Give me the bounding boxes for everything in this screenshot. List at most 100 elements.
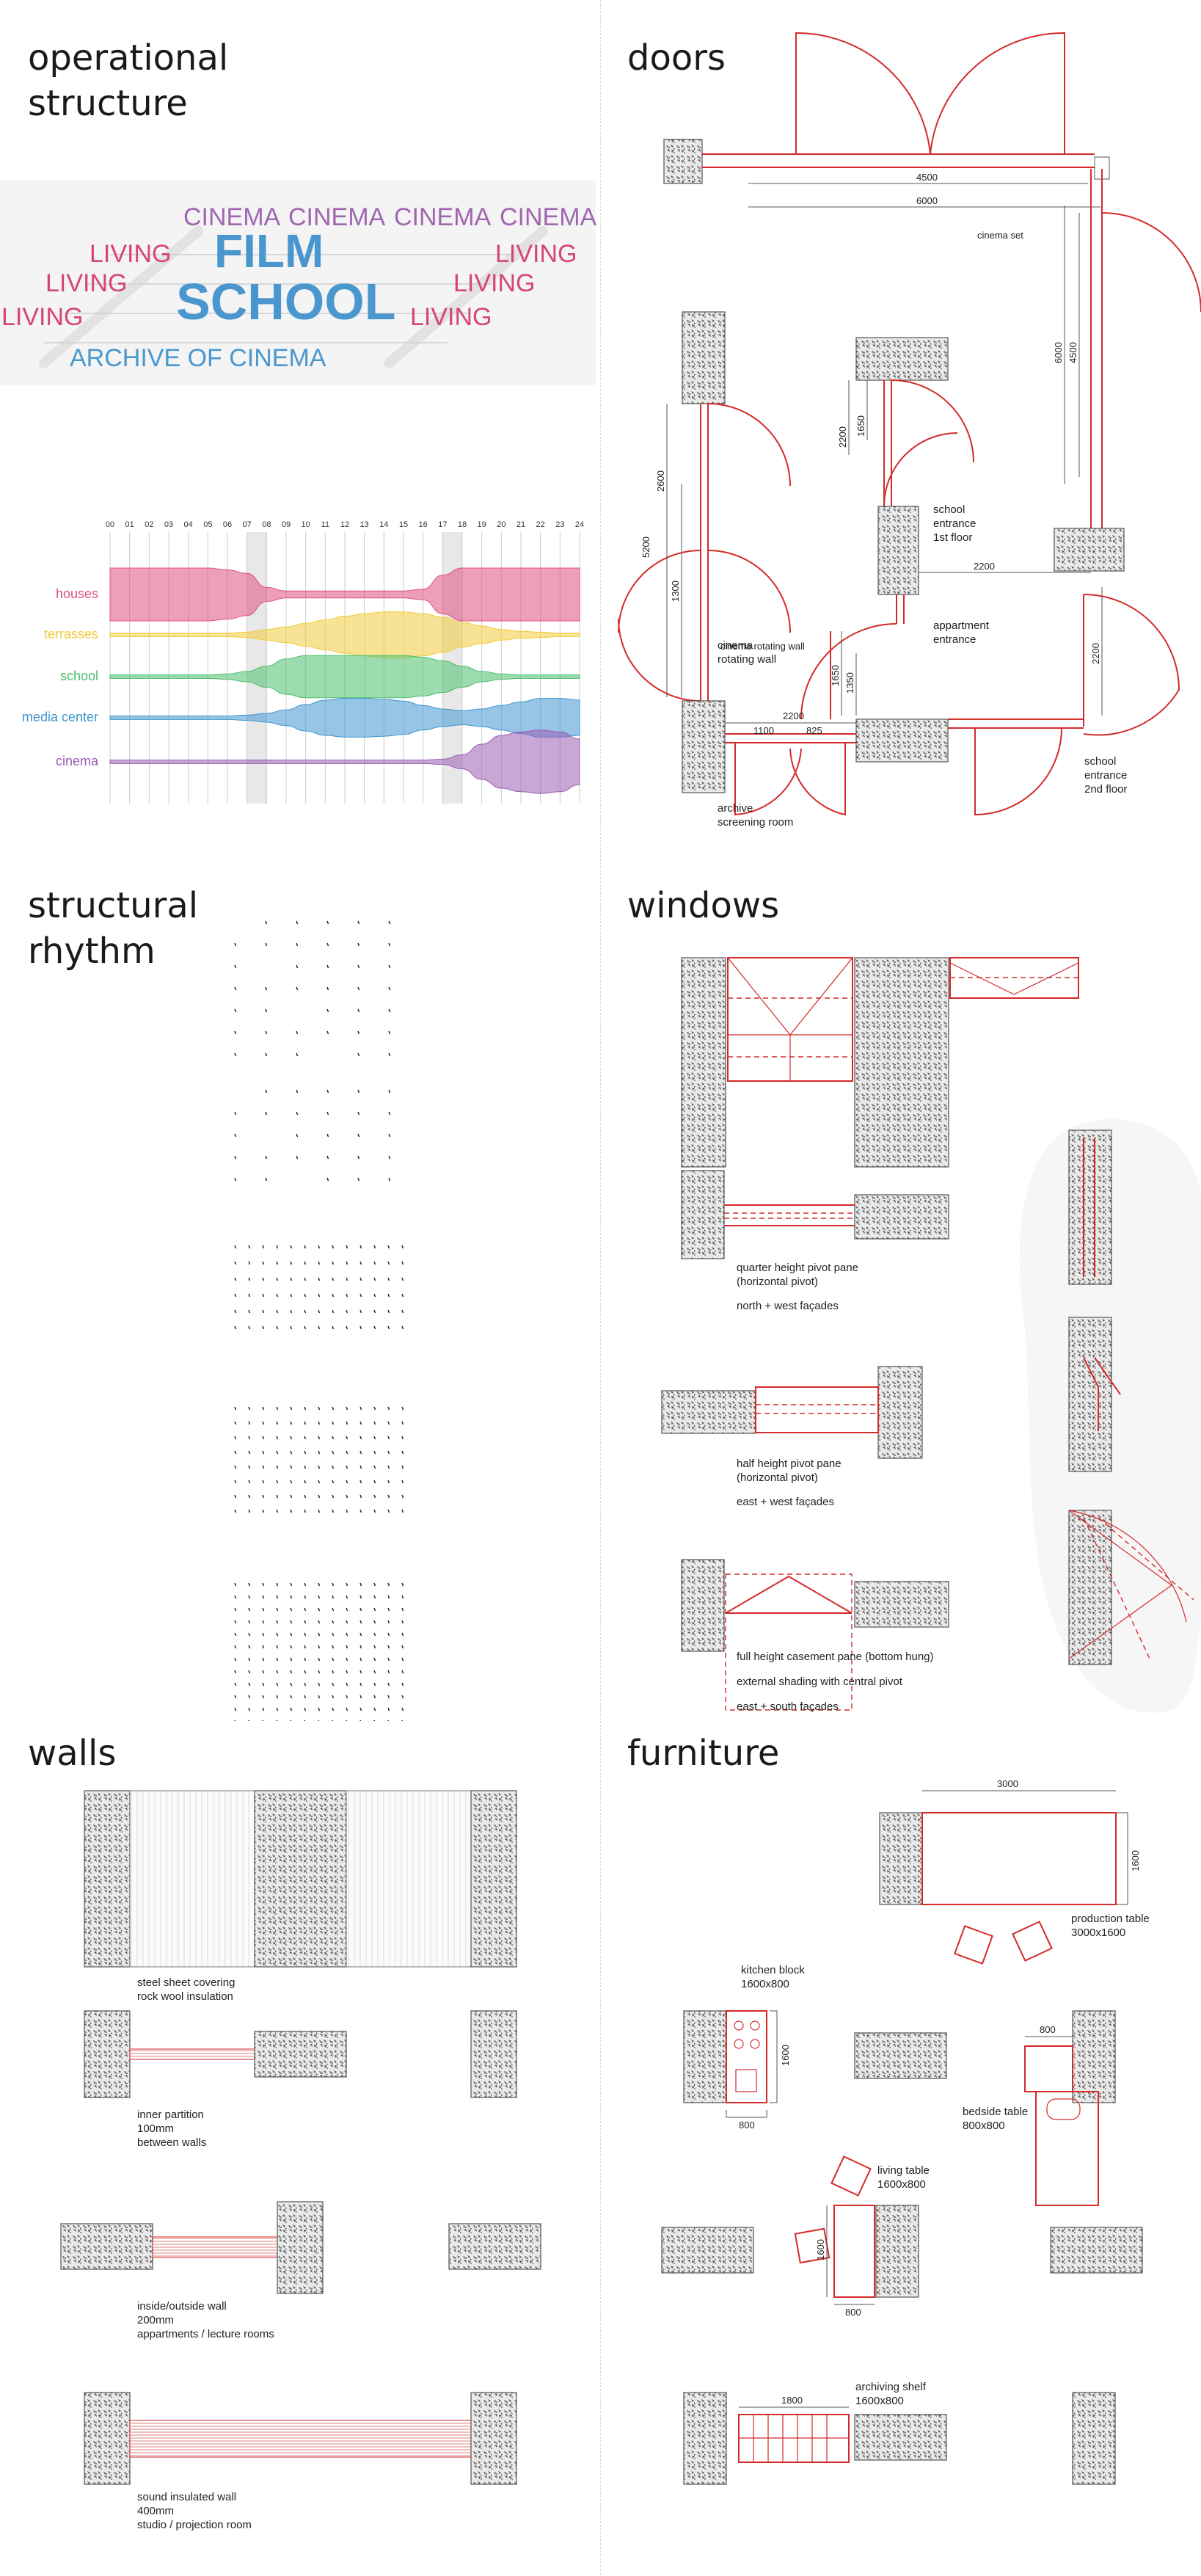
x-tick-label: 09 [282, 520, 291, 529]
column-mark [359, 1620, 362, 1624]
column-mark [304, 1657, 307, 1662]
column-mark [296, 1111, 299, 1116]
column-mark [357, 1155, 360, 1160]
rotating-wall-label-1: cinema rotating wall [720, 641, 805, 652]
cinema-word-3: CINEMA [394, 203, 492, 231]
column-mark [248, 1436, 251, 1440]
column-mark [346, 1657, 348, 1662]
column-mark [262, 1670, 265, 1674]
column-mark [248, 1465, 251, 1469]
column-mark [346, 1261, 348, 1265]
furniture-label-archiving: archiving shelf 1600x800 [855, 2381, 926, 2407]
column-mark [387, 1325, 390, 1330]
column-mark [359, 1632, 362, 1637]
column-mark [248, 1595, 251, 1599]
steel-panel-1 [129, 1790, 255, 1968]
window-top-lines [727, 957, 853, 1081]
school-2nd-swings [974, 594, 1180, 816]
column-mark [332, 1325, 335, 1330]
column-mark [401, 1632, 404, 1637]
furniture-label-production: production table 3000x1600 [1071, 1913, 1150, 1939]
column-mark [388, 920, 391, 925]
column-mark [357, 1030, 360, 1035]
column-mark [359, 1450, 362, 1455]
column-mark [296, 1030, 299, 1035]
living-word-2: LIVING [495, 240, 577, 268]
column-mark [276, 1465, 279, 1469]
column-mark [234, 1607, 237, 1612]
column-mark [387, 1670, 390, 1674]
column-mark [265, 920, 268, 925]
column-mark [290, 1670, 293, 1674]
column-mark [248, 1582, 251, 1587]
dim-1800: 1800 [781, 2395, 803, 2406]
quarter-pane [724, 1204, 855, 1226]
doors-dim-lines-right [1064, 205, 1080, 484]
column-mark [304, 1421, 307, 1425]
column-mark [401, 1436, 404, 1440]
column-mark [248, 1309, 251, 1314]
walls-label-inner: inner partition 100mm between walls [137, 2109, 207, 2149]
column-mark [304, 1450, 307, 1455]
column-mark [387, 1277, 390, 1281]
column-mark [304, 1720, 306, 1721]
window-detail-dash [1083, 1517, 1194, 1659]
column-mark [276, 1293, 279, 1298]
column-mark [388, 964, 391, 969]
column-mark [332, 1682, 335, 1687]
x-tick-label: 07 [243, 520, 252, 529]
column-mark [387, 1450, 390, 1455]
door-swing-left [795, 32, 931, 155]
x-tick-label: 12 [340, 520, 349, 529]
column-mark [290, 1645, 293, 1649]
series-area-houses [109, 567, 580, 622]
quarter-pane-dash [724, 1212, 855, 1219]
school-dim-lines [848, 380, 868, 455]
column-mark [332, 1632, 335, 1637]
column-mark [359, 1595, 362, 1599]
column-mark [276, 1582, 279, 1587]
furniture-label-bedside: bedside table 800x800 [963, 2106, 1029, 2132]
column-mark [332, 1450, 335, 1455]
column-mark [248, 1421, 251, 1425]
column-mark [318, 1421, 321, 1425]
column-mark [234, 1645, 237, 1649]
column-mark [318, 1509, 321, 1513]
x-tick-label: 10 [302, 520, 310, 529]
x-tick-label: 06 [223, 520, 232, 529]
column-mark [387, 1494, 390, 1499]
column-mark [332, 1465, 335, 1469]
column-mark [373, 1620, 376, 1624]
column-mark [373, 1682, 376, 1687]
dim-1300: 1300 [670, 581, 681, 602]
column-mark [373, 1309, 376, 1314]
column-mark [262, 1421, 265, 1425]
living-word-5: LIVING [1, 303, 84, 331]
column-mark [401, 1261, 404, 1265]
column-mark [387, 1682, 390, 1687]
column-mark [387, 1695, 390, 1699]
column-mark [357, 1133, 360, 1138]
living-word-4: LIVING [453, 269, 536, 297]
column-mark [332, 1509, 335, 1513]
column-mark [318, 1436, 321, 1440]
column-mark [373, 1293, 376, 1298]
doors-pillar-7 [855, 718, 949, 763]
furniture-drawing: 3000 1600 1600 800 800 1600 800 1800 [661, 1778, 1143, 2485]
cinema-set-label: cinema set [977, 230, 1023, 241]
windows-label-north-west: north + west façades [737, 1300, 839, 1312]
column-mark [304, 1406, 307, 1411]
column-mark [387, 1406, 390, 1411]
dim-3000: 3000 [997, 1778, 1018, 1789]
doors-right-track [1090, 169, 1103, 528]
column-mark [401, 1595, 404, 1599]
column-mark [304, 1480, 307, 1484]
column-mark [326, 986, 329, 991]
column-mark [304, 1682, 307, 1687]
column-mark [373, 1582, 376, 1587]
column-mark [262, 1406, 265, 1411]
column-mark [373, 1406, 376, 1411]
kitchen-burner-4 [750, 2039, 760, 2049]
column-mark [262, 1465, 265, 1469]
column-mark [234, 942, 237, 947]
